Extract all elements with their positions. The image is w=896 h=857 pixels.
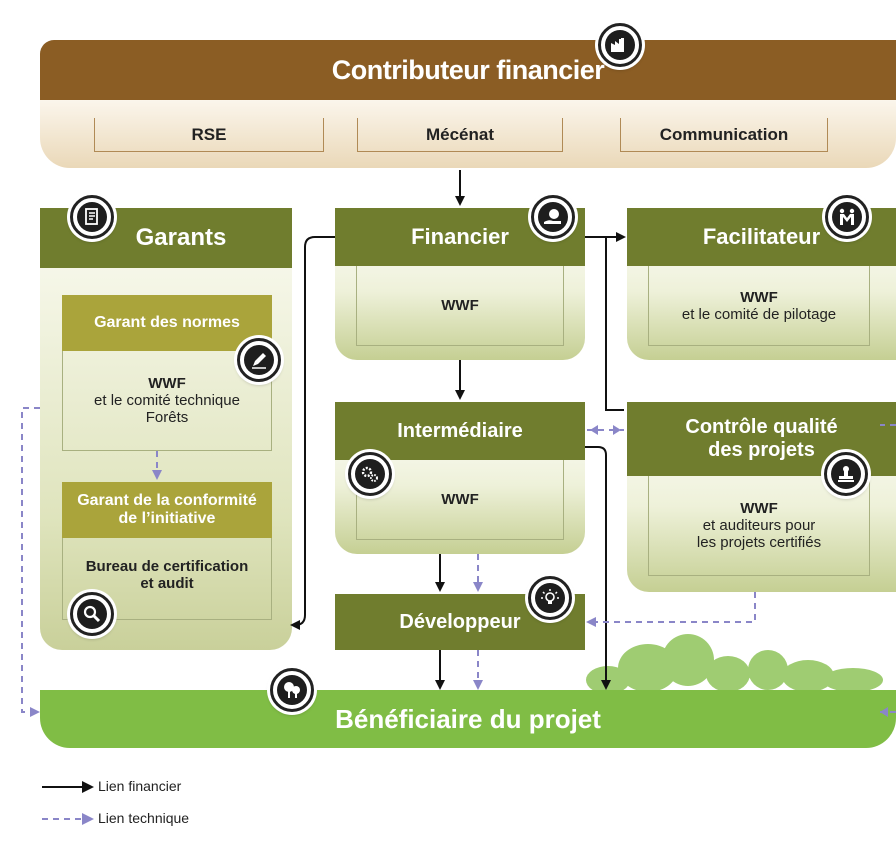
arrow-financier-garants: [290, 236, 335, 630]
bureau-body: Bureau de certification et audit: [62, 538, 272, 620]
header-title: Contributeur financier: [331, 54, 605, 85]
beneficiaire-bar: Bénéficiaire du projet: [40, 690, 896, 748]
controle-title-line1: Contrôle qualité: [685, 416, 838, 438]
bureau-line1: Bureau de certification: [85, 558, 249, 575]
garant-normes-body: WWF et le comité technique Forêts: [62, 351, 272, 451]
lightbulb-icon: [528, 576, 572, 620]
conformite-line1: Garant de la conformité: [77, 492, 257, 509]
intermediaire-body: WWF: [356, 460, 564, 540]
header-bar: [40, 40, 896, 100]
tech-garants-benef: [21, 407, 40, 717]
subitem-rse: RSE: [94, 118, 324, 152]
controle-header: Contrôle qualité des projets: [627, 402, 896, 476]
header-subbar: [40, 100, 896, 168]
controle-line2: et auditeurs pour: [702, 517, 816, 534]
intermediaire-header: Intermédiaire: [335, 402, 585, 460]
facilitateur-body: WWF et le comité de pilotage: [648, 266, 870, 346]
normes-line2: et le comité technique: [94, 392, 240, 409]
factory-icon: [598, 23, 642, 67]
tech-controle-developpeur: [586, 592, 756, 627]
arrow-intermediaire-benef: [585, 446, 611, 690]
subitem-communication: Communication: [620, 118, 828, 152]
coin-hand-icon: [531, 195, 575, 239]
bureau-line2: et audit: [140, 575, 194, 592]
garant-normes-header: Garant des normes: [62, 295, 272, 351]
legend-technical-arrow: [42, 813, 94, 825]
arrow-financier-controle: [590, 236, 624, 411]
garant-conformite-header: Garant de la conformité de l’initiative: [62, 482, 272, 538]
stamp-icon: [824, 452, 868, 496]
legend-technical-label: Lien technique: [98, 810, 190, 826]
legend-financial-arrow: [42, 781, 94, 793]
document-icon: [70, 195, 114, 239]
legend-financial-label: Lien financier: [98, 778, 182, 794]
gears-icon: [348, 452, 392, 496]
conformite-line2: de l’initiative: [118, 510, 216, 527]
magnifier-icon: [70, 592, 114, 636]
garants-panel: [40, 208, 292, 650]
garants-title: Garants: [135, 224, 227, 251]
handshake-icon: [825, 195, 869, 239]
controle-line1: WWF: [740, 500, 778, 517]
normes-line3: Forêts: [145, 409, 189, 426]
controle-body: WWF et auditeurs pour les projets certif…: [648, 476, 870, 576]
subitem-mecenat: Mécénat: [357, 118, 563, 152]
normes-line1: WWF: [148, 375, 186, 392]
controle-line3: les projets certifiés: [696, 534, 822, 551]
trees-decoration: [586, 634, 883, 692]
controle-title-line2: des projets: [708, 439, 815, 461]
financier-body: WWF: [356, 266, 564, 346]
facilitateur-line1: WWF: [740, 288, 778, 306]
facilitateur-line2: et le comité de pilotage: [681, 305, 837, 323]
trees-icon: [270, 668, 314, 712]
pen-icon: [237, 338, 281, 382]
